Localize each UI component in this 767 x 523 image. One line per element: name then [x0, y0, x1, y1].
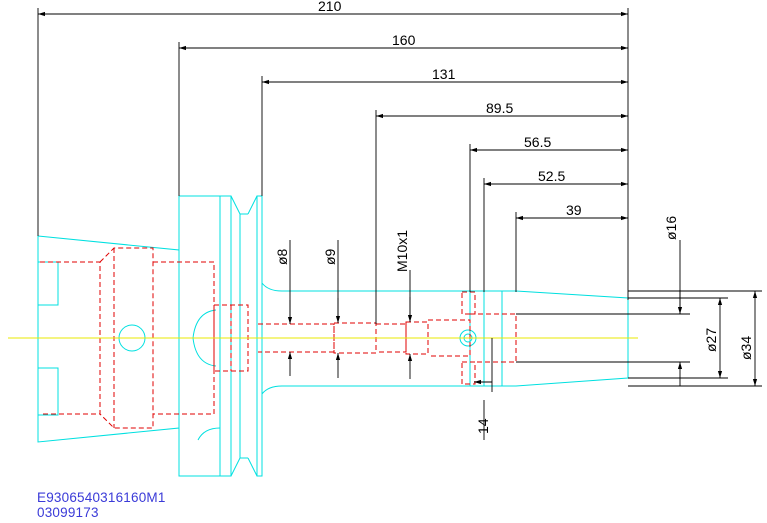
dim-131: 131	[432, 66, 456, 82]
dim-52-5: 52.5	[538, 168, 565, 184]
tool-holder-outline	[37, 195, 629, 477]
dim-dia-34: ø34	[738, 336, 754, 360]
dim-56-5: 56.5	[524, 134, 551, 150]
dim-dia-9: ø9	[322, 248, 338, 265]
dim-thread: M10x1	[394, 230, 410, 272]
dim-39: 39	[566, 202, 582, 218]
dim-210: 210	[318, 0, 342, 14]
dim-89-5: 89.5	[486, 100, 513, 116]
dimension-texts: 210 160 131 89.5 56.5 52.5 39 ø8 ø9 M10x…	[274, 0, 754, 434]
dim-dia-27: ø27	[703, 328, 719, 352]
order-code: 03099173	[37, 505, 99, 520]
dimension-lines	[37, 8, 762, 440]
part-number: E9306540316160M1	[37, 490, 166, 505]
dim-dia-8: ø8	[274, 248, 290, 265]
dim-dia-16: ø16	[663, 216, 679, 240]
dim-160: 160	[392, 32, 416, 48]
dim-14: 14	[475, 418, 491, 434]
